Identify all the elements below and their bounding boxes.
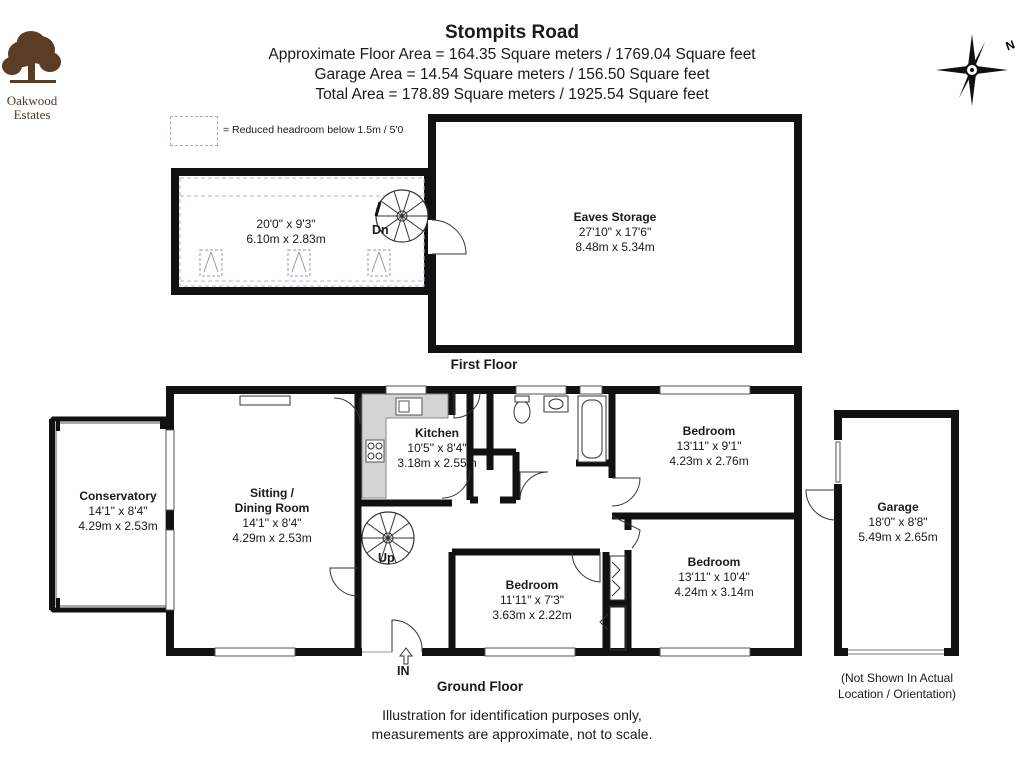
disclaimer-line2: measurements are approximate, not to sca… — [371, 726, 653, 742]
bedroom-3-imperial: 11'11" x 7'3" — [499, 593, 565, 607]
compass-icon: N — [936, 34, 1017, 106]
garage-orientation-note: (Not Shown In Actual Location / Orientat… — [838, 670, 956, 702]
stairs-up-label: Up — [378, 551, 395, 565]
logo-text-line1: Oakwood — [6, 93, 58, 108]
bedroom-1-metric: 4.23m x 2.76m — [669, 454, 749, 468]
oakwood-tree-logo — [2, 31, 61, 83]
eaves-storage-label: Eaves Storage 27'10" x 17'6" 8.48m x 5.3… — [574, 210, 657, 255]
kitchen-label: Kitchen 10'5" x 8'4" 3.18m x 2.55m — [397, 426, 476, 471]
kitchen-door — [441, 391, 481, 499]
wardrobes — [599, 555, 627, 651]
garage-note-line1: (Not Shown In Actual — [840, 671, 954, 685]
garage-room — [805, 410, 959, 656]
bedroom-3-name: Bedroom — [505, 578, 559, 592]
sitting-room-name-1: Sitting / — [250, 486, 294, 500]
garage-name: Garage — [877, 500, 919, 514]
disclaimer-text: Illustration for identification purposes… — [372, 706, 653, 744]
hall-doors — [329, 397, 641, 597]
conservatory-name: Conservatory — [79, 489, 157, 503]
reduced-headroom-legend-text: = Reduced headroom below 1.5m / 5'0 — [223, 124, 404, 136]
bedroom-1-name: Bedroom — [682, 424, 736, 438]
kitchen-imperial: 10'5" x 8'4" — [407, 441, 467, 455]
garage-note-line2: Location / Orientation) — [837, 687, 957, 701]
first-floor-label: First Floor — [450, 357, 518, 372]
logo-text-line2: Estates — [13, 107, 51, 122]
entrance-label: IN — [397, 664, 410, 678]
total-area-text: Total Area = 178.89 Square meters / 1925… — [315, 86, 709, 103]
eaves-door — [428, 219, 467, 255]
conservatory-imperial: 14'1" x 8'4" — [88, 504, 148, 518]
bedroom-1-imperial: 13'11" x 9'1" — [676, 439, 742, 453]
sitting-room-metric: 4.29m x 2.53m — [232, 531, 312, 545]
sitting-room-imperial: 14'1" x 8'4" — [242, 516, 302, 530]
bedroom-2-label: Bedroom 13'11" x 10'4" 4.24m x 3.14m — [674, 555, 753, 600]
sitting-room-label: Sitting / Dining Room 14'1" x 8'4" 4.29m… — [232, 486, 311, 546]
spiral-staircase-ground-floor — [361, 511, 415, 565]
front-door — [362, 619, 423, 665]
garage-area-text: Garage Area = 14.54 Square meters / 156.… — [314, 66, 710, 83]
conservatory-metric: 4.29m x 2.53m — [78, 519, 158, 533]
sitting-room-name-2: Dining Room — [234, 501, 310, 515]
windows — [165, 385, 751, 657]
property-title: Stompits Road — [444, 22, 580, 43]
bedroom-2-imperial: 13'11" x 10'4" — [678, 570, 750, 584]
reduced-headroom-legend-swatch — [170, 116, 218, 146]
garage-imperial: 18'0" x 8'8" — [868, 515, 928, 529]
eaves-storage-imperial: 27'10" x 17'6" — [578, 225, 652, 239]
spiral-staircase-first-floor — [374, 189, 429, 243]
bedroom-1-label: Bedroom 13'11" x 9'1" 4.23m x 2.76m — [669, 424, 748, 469]
bedroom-3-label: Bedroom 11'11" x 7'3" 3.63m x 2.22m — [492, 578, 571, 623]
ground-floor-label: Ground Floor — [436, 679, 524, 694]
entrance-arrow-icon — [399, 647, 413, 665]
kitchen-name: Kitchen — [414, 426, 459, 440]
garage-metric: 5.49m x 2.65m — [858, 530, 938, 544]
conservatory-label: Conservatory 14'1" x 8'4" 4.29m x 2.53m — [78, 489, 157, 534]
eaves-storage-metric: 8.48m x 5.34m — [575, 240, 655, 254]
landing-dimensions: 20'0" x 9'3" 6.10m x 2.83m — [246, 217, 325, 247]
landing-imperial: 20'0" x 9'3" — [256, 217, 316, 231]
interior-walls — [354, 390, 798, 652]
bedroom-2-name: Bedroom — [687, 555, 741, 569]
garage-label: Garage 18'0" x 8'8" 5.49m x 2.65m — [858, 500, 937, 545]
kitchen-worktop — [361, 393, 449, 499]
floor-area-text: Approximate Floor Area = 164.35 Square m… — [268, 46, 756, 63]
disclaimer-line1: Illustration for identification purposes… — [382, 707, 642, 723]
eaves-storage-name: Eaves Storage — [573, 210, 657, 224]
bathroom-fixtures — [513, 395, 607, 463]
bedroom-3-metric: 3.63m x 2.22m — [492, 608, 572, 622]
kitchen-metric: 3.18m x 2.55m — [397, 456, 477, 470]
bedroom-2-metric: 4.24m x 3.14m — [674, 585, 754, 599]
landing-metric: 6.10m x 2.83m — [246, 232, 326, 246]
stairs-down-label: Dn — [372, 223, 389, 237]
